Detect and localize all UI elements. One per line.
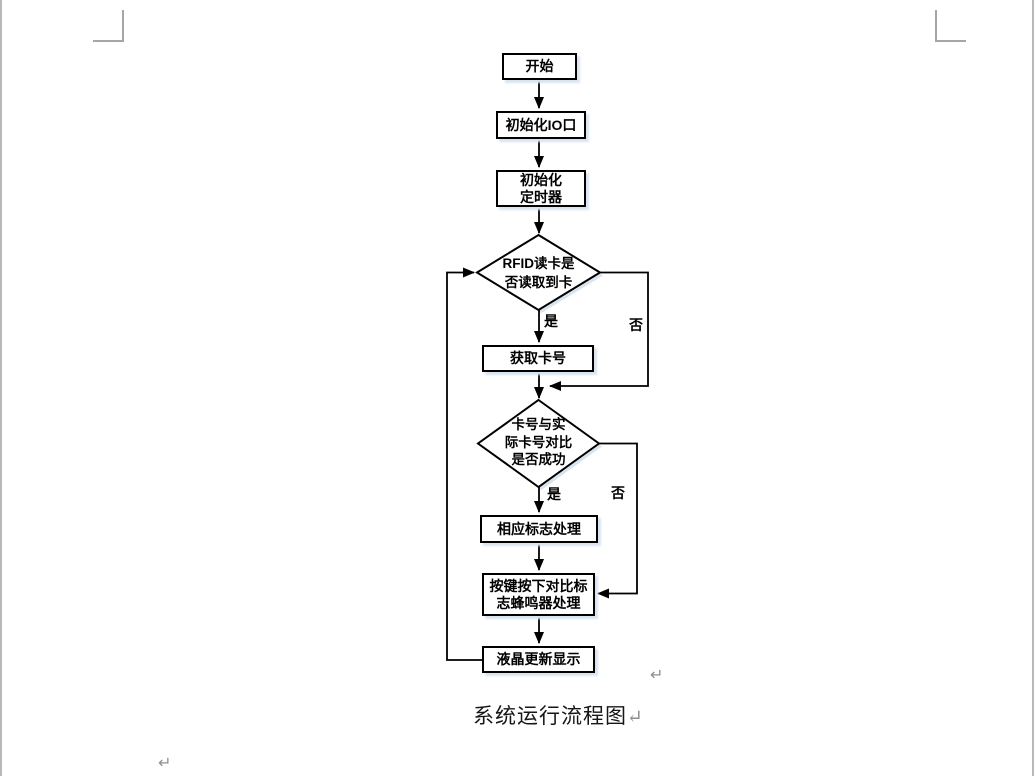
paragraph-mark-icon: ↵ [158, 755, 172, 772]
decision-rfid-shape [475, 233, 602, 312]
edge-loop-back [446, 267, 482, 661]
flow-node-init-io: 初始化IO口 [496, 111, 586, 139]
flow-node-init-timer: 初始化 定时器 [496, 170, 586, 207]
page-edge-left [0, 0, 2, 776]
edge-rfid-no [549, 271, 649, 391]
edge-label-rfid-yes: 是 [544, 313, 558, 329]
edge-label-rfid-no: 否 [629, 317, 643, 333]
flow-node-key-buzzer: 按键按下对比标 志蜂鸣器处理 [482, 573, 595, 616]
flow-node-lcd-update: 液晶更新显示 [482, 646, 595, 673]
edge-label-compare-yes: 是 [547, 486, 561, 502]
page-edge-right [1032, 0, 1034, 776]
flow-node-start: 开始 [502, 53, 577, 80]
text-boundary-mark-top-right [935, 10, 966, 42]
paragraph-mark-icon: ↵ [627, 707, 643, 728]
figure-caption-row: 系统运行流程图 ↵ [473, 703, 643, 731]
paragraph-mark-icon: ↵ [650, 667, 664, 684]
figure-caption: 系统运行流程图 [473, 704, 627, 728]
text-boundary-mark-top-left [93, 10, 124, 42]
flow-node-get-card: 获取卡号 [482, 345, 594, 372]
flow-node-flag-process: 相应标志处理 [480, 515, 598, 543]
edge-label-compare-no: 否 [611, 485, 625, 501]
decision-rfid-label: RFID读卡是 否读取到卡 [502, 256, 575, 290]
decision-compare-shape [476, 398, 601, 489]
edge-compare-no [597, 442, 638, 599]
decision-compare-label: 卡号与实 际卡号对比 是否成功 [504, 417, 573, 467]
